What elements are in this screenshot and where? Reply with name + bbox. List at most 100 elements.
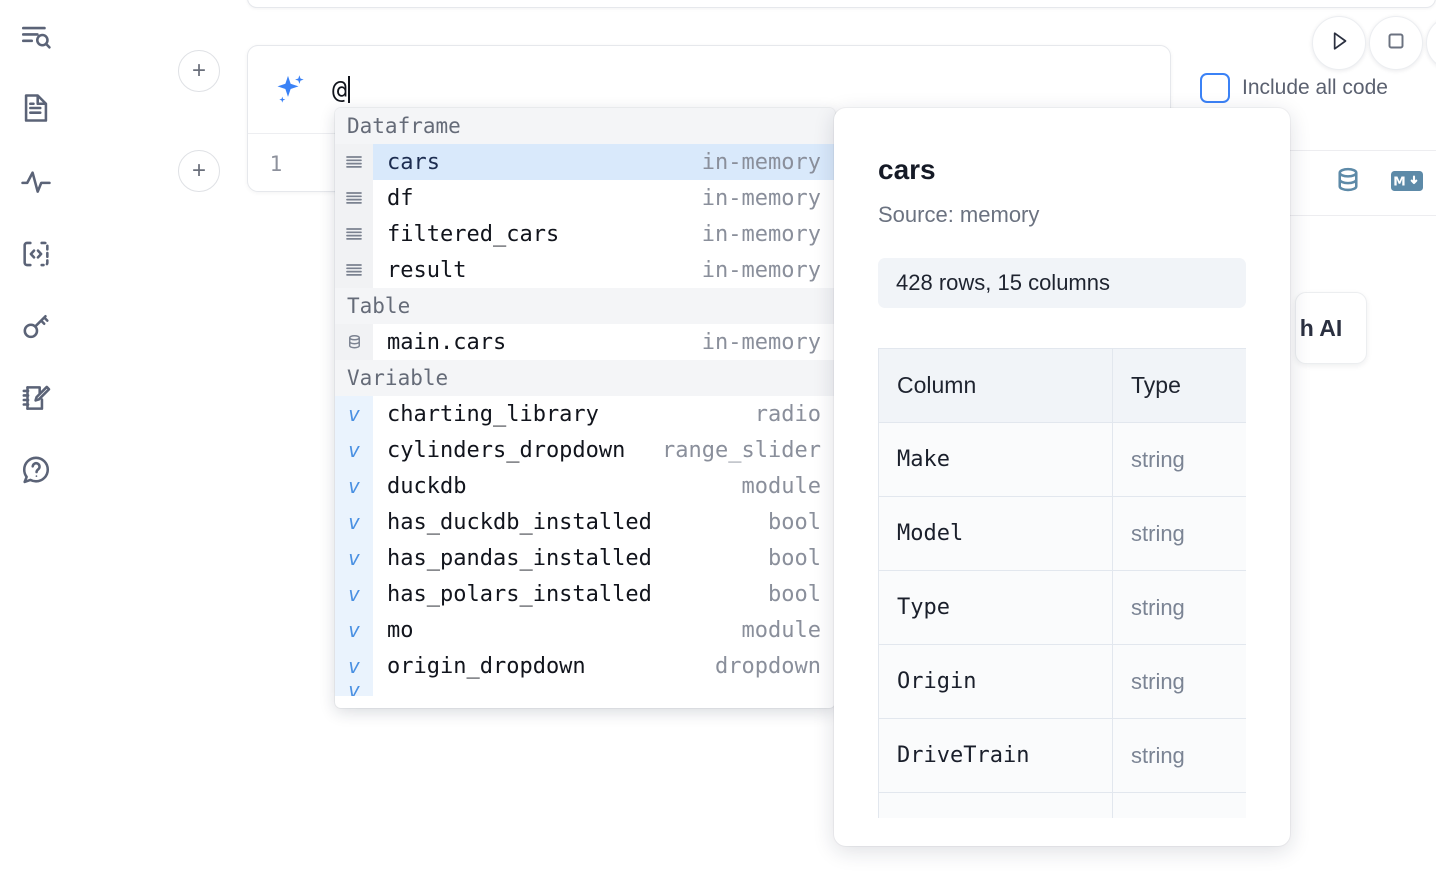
table-database-icon <box>335 324 373 360</box>
details-shape-badge: 428 rows, 15 columns <box>878 258 1246 308</box>
autocomplete-group-header: Table <box>335 288 835 324</box>
cell-column-type: string <box>1113 571 1246 645</box>
details-source: Source: memory <box>878 202 1040 227</box>
code-editor-row[interactable]: 1 <box>248 135 1172 192</box>
line-number: 1 <box>269 151 283 176</box>
help-chat-icon <box>19 453 53 487</box>
autocomplete-item-name: cylinders_dropdown <box>387 437 626 463</box>
dataframe-icon <box>335 216 373 252</box>
generate-with-ai-button[interactable]: h AI <box>1295 292 1367 364</box>
cell-column-name: Origin <box>879 645 1113 719</box>
sidebar-item-notebook[interactable] <box>14 86 58 130</box>
add-cell-button-bottom[interactable]: + <box>178 150 220 192</box>
ai-prompt-input[interactable]: @ <box>310 46 1172 133</box>
sidebar-item-snippets[interactable] <box>14 232 58 276</box>
details-title: cars <box>878 154 936 185</box>
variable-icon: v <box>335 612 373 648</box>
sidebar-item-help[interactable] <box>14 448 58 492</box>
variable-icon: v <box>335 504 373 540</box>
dataframe-icon <box>335 180 373 216</box>
column-header-column: Column <box>879 349 1113 423</box>
autocomplete-group-header: Variable <box>335 360 835 396</box>
code-snippet-icon <box>19 237 53 271</box>
document-icon <box>19 91 53 125</box>
cell-column-name: Type <box>879 571 1113 645</box>
include-all-code-toggle[interactable]: Include all code <box>1200 73 1388 103</box>
autocomplete-item[interactable]: result in-memory <box>335 252 835 288</box>
autocomplete-item-type: radio <box>754 401 821 427</box>
include-all-code-checkbox[interactable] <box>1200 73 1230 103</box>
autocomplete-item-name: charting_library <box>387 401 599 427</box>
variable-icon: v <box>335 576 373 612</box>
sidebar-item-activity[interactable] <box>14 160 58 204</box>
autocomplete-item-type: bool <box>768 545 821 571</box>
autocomplete-item-type: range_slider <box>662 437 821 463</box>
autocomplete-item-name: main.cars <box>387 329 507 355</box>
database-icon[interactable] <box>1332 165 1364 202</box>
autocomplete-item-type: bool <box>768 581 821 607</box>
autocomplete-item-name: mo <box>387 617 414 643</box>
autocomplete-item-partial[interactable]: v <box>335 684 835 696</box>
variable-icon: v <box>335 396 373 432</box>
more-actions-button[interactable] <box>1426 16 1436 70</box>
sidebar-item-secrets[interactable] <box>14 304 58 348</box>
completion-details-panel: cars Source: memory 428 rows, 15 columns… <box>834 108 1290 846</box>
text-caret <box>347 76 350 103</box>
cell-column-type: string <box>1113 423 1246 497</box>
autocomplete-item-type: module <box>741 617 821 643</box>
column-header-type: Type <box>1113 349 1246 423</box>
autocomplete-item-name: result <box>387 257 467 283</box>
autocomplete-item-type: in-memory <box>701 185 821 211</box>
variable-icon: v <box>335 432 373 468</box>
run-button[interactable] <box>1312 16 1366 70</box>
autocomplete-item-type: dropdown <box>715 653 821 679</box>
variable-icon: v <box>335 684 373 696</box>
autocomplete-item[interactable]: v cylinders_dropdown range_slider <box>335 432 835 468</box>
cell-column-type: string <box>1113 645 1246 719</box>
key-icon <box>19 309 53 343</box>
autocomplete-item-name: duckdb <box>387 473 467 499</box>
ai-prompt-value: @ <box>332 75 347 104</box>
variable-icon: v <box>335 648 373 684</box>
with-ai-label: h AI <box>1299 314 1343 341</box>
stop-button[interactable] <box>1369 16 1423 70</box>
autocomplete-item[interactable]: v charting_library radio <box>335 396 835 432</box>
plus-icon: + <box>191 157 206 184</box>
autocomplete-item-type: bool <box>768 509 821 535</box>
autocomplete-item-name: has_pandas_installed <box>387 545 652 571</box>
autocomplete-item-type: in-memory <box>701 329 821 355</box>
sidebar-item-outline-search[interactable] <box>14 16 58 60</box>
autocomplete-item-type: in-memory <box>701 257 821 283</box>
markdown-icon[interactable]: M <box>1390 168 1424 199</box>
cell-column-type: string <box>1113 497 1246 571</box>
autocomplete-item[interactable]: main.cars in-memory <box>335 324 835 360</box>
sidebar-item-scratchpad[interactable] <box>14 376 58 420</box>
cell-column-name: Make <box>879 423 1113 497</box>
autocomplete-item-name: cars <box>387 149 440 175</box>
include-all-code-label: Include all code <box>1242 76 1388 99</box>
cell-column-name: DriveTrain <box>879 719 1113 793</box>
add-cell-button-top[interactable]: + <box>178 50 220 92</box>
svg-text:M: M <box>1393 173 1405 188</box>
outline-search-icon <box>19 21 53 55</box>
scratchpad-edit-icon <box>19 381 53 415</box>
table-row-partial <box>879 793 1246 818</box>
dataframe-icon <box>335 144 373 180</box>
autocomplete-item-type: in-memory <box>701 221 821 247</box>
sparkle-icon <box>272 71 310 109</box>
